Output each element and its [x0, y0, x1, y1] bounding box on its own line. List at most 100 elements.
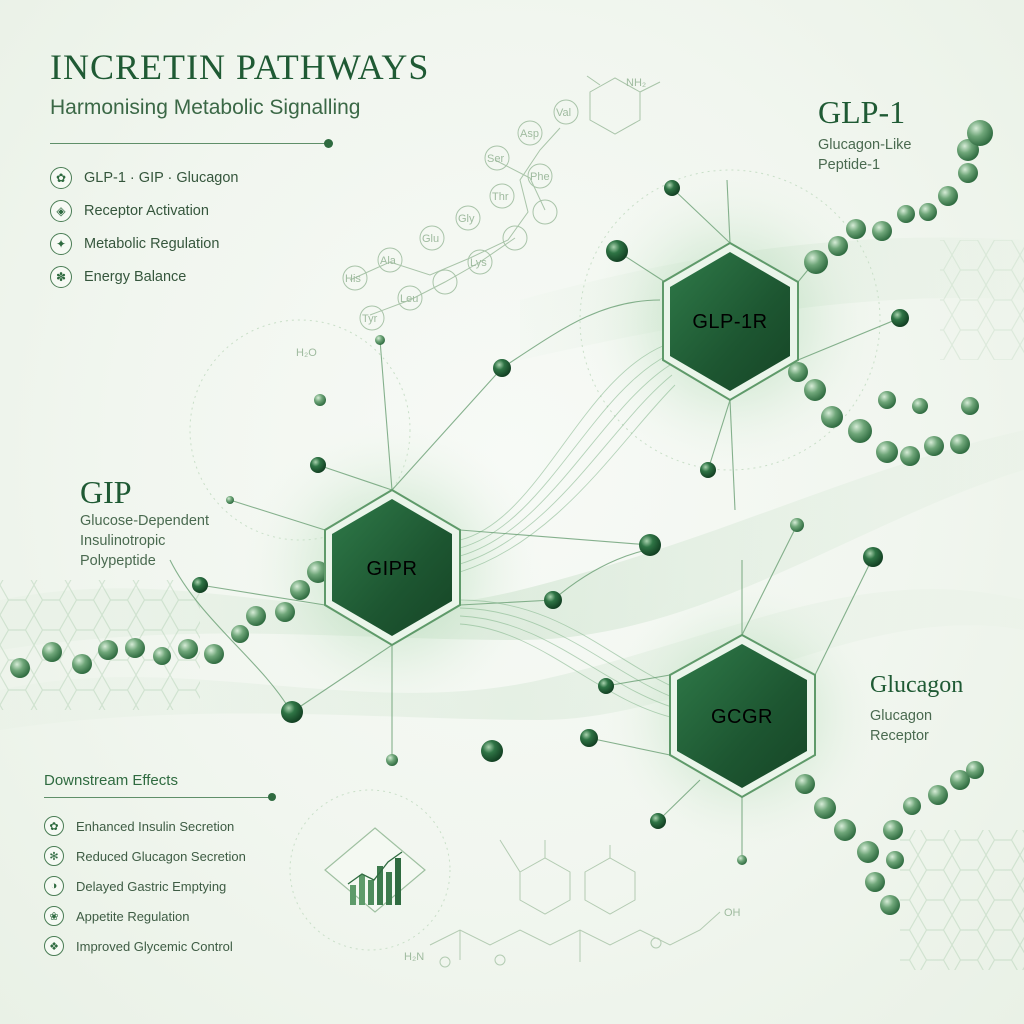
- peptide-bead: [897, 205, 915, 223]
- peptide-bead: [919, 203, 937, 221]
- residue-label: Leu: [400, 293, 418, 305]
- network-node: [737, 855, 747, 865]
- residue-label: Gly: [458, 213, 475, 225]
- feature-item: ◈ Receptor Activation: [50, 200, 209, 222]
- network-node: [386, 754, 398, 766]
- gip-description: Glucose-Dependent Insulinotropic Polypep…: [80, 511, 209, 571]
- glp1r-label: GLP-1R: [692, 311, 767, 333]
- peptide-bead: [814, 797, 836, 819]
- glucagon-title: Glucagon: [870, 672, 964, 698]
- metabolism-icon: ✦: [50, 233, 72, 255]
- gipr-receptor-hexagon: GIPR: [324, 488, 461, 647]
- effects-title: Downstream Effects: [44, 772, 178, 789]
- residue-label: Thr: [492, 191, 509, 203]
- peptide-bead: [912, 398, 928, 414]
- network-node: [544, 591, 562, 609]
- effect-label: Enhanced Insulin Secretion: [76, 818, 235, 834]
- peptide-bead: [821, 406, 843, 428]
- nh2-label: NH₂: [626, 77, 646, 89]
- effect-item: ◑ Delayed Gastric Emptying: [44, 876, 226, 896]
- peptide-bead: [957, 139, 979, 161]
- effect-item: ❀ Appetite Regulation: [44, 906, 189, 926]
- gip-title: GIP: [80, 474, 132, 510]
- network-node: [314, 394, 326, 406]
- peptide-bead: [804, 379, 826, 401]
- network-node: [281, 701, 303, 723]
- network-node: [310, 457, 326, 473]
- peptide-bead: [872, 221, 892, 241]
- peptide-bead: [903, 797, 921, 815]
- peptide-bead: [307, 561, 329, 583]
- residue-label: Lys: [470, 257, 487, 269]
- h2o-label: H₂O: [296, 347, 317, 359]
- glp1-description: Glucagon-Like Peptide-1: [818, 135, 912, 175]
- peptide-bead: [880, 895, 900, 915]
- network-node: [606, 240, 628, 262]
- glycemic-icon: ❖: [44, 936, 64, 956]
- peptide-bead: [928, 785, 948, 805]
- gip-desc-line: Insulinotropic: [80, 533, 166, 549]
- feature-label: Metabolic Regulation: [84, 236, 220, 252]
- peptide-bead: [834, 819, 856, 841]
- peptide-bead: [961, 397, 979, 415]
- glp1-desc-line: Peptide-1: [818, 157, 881, 173]
- residue-label: Val: [556, 107, 571, 119]
- peptide-bead: [178, 639, 198, 659]
- peptide-bead: [958, 163, 978, 183]
- appetite-icon: ❀: [44, 906, 64, 926]
- feature-item: ✦ Metabolic Regulation: [50, 233, 219, 255]
- network-node: [481, 740, 503, 762]
- feature-label: GLP-1 · GIP · Glucagon: [84, 170, 239, 186]
- peptide-bead: [788, 362, 808, 382]
- glucagon-icon: ✻: [44, 846, 64, 866]
- peptide-bead: [950, 434, 970, 454]
- peptide-bead: [876, 441, 898, 463]
- effect-item: ✻ Reduced Glucagon Secretion: [44, 846, 246, 866]
- effect-label: Reduced Glucagon Secretion: [76, 848, 246, 864]
- peptide-bead: [98, 640, 118, 660]
- network-node: [192, 577, 208, 593]
- network-node: [639, 534, 661, 556]
- network-node: [493, 359, 511, 377]
- divider-dot: [324, 139, 333, 148]
- peptide-bead: [966, 761, 984, 779]
- residue-label: Tyr: [362, 313, 378, 325]
- glp1r-receptor-hexagon: GLP-1R: [662, 241, 799, 402]
- feature-label: Energy Balance: [84, 269, 187, 285]
- network-node: [863, 547, 883, 567]
- network-node: [580, 729, 598, 747]
- stomach-icon: ◑: [44, 876, 64, 896]
- peptide-bead: [878, 391, 896, 409]
- residue-label: Phe: [530, 171, 550, 183]
- glp1-desc-line: Glucagon-Like: [818, 137, 912, 153]
- gip-desc-line: Glucose-Dependent: [80, 513, 209, 529]
- residue-label: Ala: [380, 255, 397, 267]
- residue-label: Glu: [422, 233, 439, 245]
- glucagon-description: Glucagon Receptor: [870, 706, 932, 746]
- peptide-bead: [900, 446, 920, 466]
- feature-label: Receptor Activation: [84, 203, 209, 219]
- divider-dot: [268, 793, 276, 801]
- peptide-bead: [275, 602, 295, 622]
- effect-label: Appetite Regulation: [76, 908, 190, 924]
- energy-icon: ✽: [50, 266, 72, 288]
- oh-label: OH: [724, 907, 741, 919]
- peptide-bead: [125, 638, 145, 658]
- peptide-bead: [153, 647, 171, 665]
- feature-item: ✿ GLP-1 · GIP · Glucagon: [50, 167, 238, 189]
- peptide-bead: [290, 580, 310, 600]
- feature-item: ✽ Energy Balance: [50, 266, 186, 288]
- peptide-bead: [828, 236, 848, 256]
- peptide-bead: [231, 625, 249, 643]
- insulin-icon: ✿: [44, 816, 64, 836]
- network-node: [598, 678, 614, 694]
- effect-label: Delayed Gastric Emptying: [76, 878, 227, 894]
- peptide-bead: [967, 120, 993, 146]
- peptide-bead: [42, 642, 62, 662]
- molecule-icon: ✿: [50, 167, 72, 189]
- receptor-icon: ◈: [50, 200, 72, 222]
- page-subtitle: Harmonising Metabolic Signalling: [50, 96, 361, 119]
- peptide-bead: [865, 872, 885, 892]
- glucagon-desc-line: Receptor: [870, 728, 929, 744]
